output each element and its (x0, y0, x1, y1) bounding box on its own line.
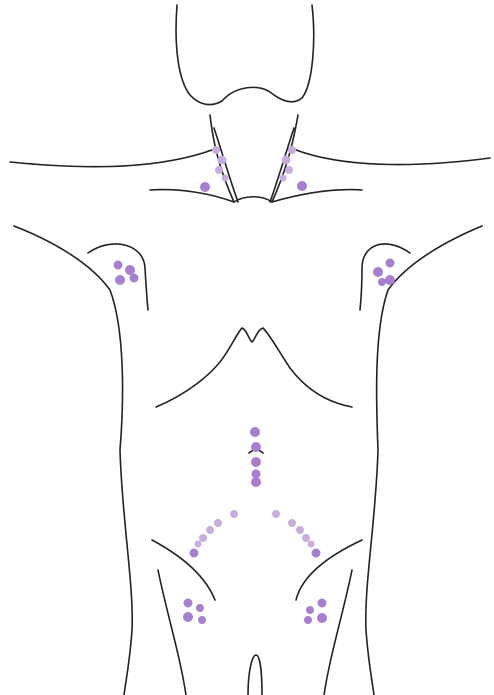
left-arm-outer (14, 226, 132, 695)
crotch-line (248, 655, 262, 695)
lymph-node (222, 175, 229, 182)
lymph-nodes (114, 146, 396, 624)
lymph-node (214, 519, 222, 527)
lymph-node (115, 275, 125, 285)
lymph-node (302, 534, 310, 542)
lymph-node (308, 541, 315, 548)
lymph-node (199, 534, 207, 542)
right-arm-outer (366, 226, 482, 695)
sternal-notch (234, 197, 272, 202)
lymph-node (196, 604, 204, 612)
lymph-node (318, 599, 327, 608)
lymph-node (114, 261, 123, 270)
lymph-node (250, 427, 260, 437)
lymph-node (297, 181, 307, 191)
right-thigh-inner (324, 570, 352, 695)
lymph-node (125, 265, 135, 275)
lymph-node (285, 166, 293, 174)
left-clavicle (150, 190, 234, 202)
rib-cage (156, 328, 352, 407)
lymph-node (288, 146, 296, 154)
lymph-node (200, 182, 210, 192)
lymph-node (378, 278, 386, 286)
lymph-node (198, 616, 206, 624)
lymph-node (386, 259, 395, 268)
lymph-node (251, 457, 261, 467)
lymph-node (218, 156, 227, 165)
head-outline (176, 5, 314, 105)
lymph-node (306, 606, 314, 614)
lymph-node (373, 267, 383, 277)
neck-right-inner-line (270, 128, 294, 202)
lymph-node (288, 519, 296, 527)
lymph-node (130, 274, 139, 283)
left-thigh-inner (158, 570, 186, 695)
right-shoulder-line (296, 150, 490, 165)
lymph-node (206, 526, 214, 534)
lymph-node (230, 510, 238, 518)
lymph-node (251, 442, 261, 452)
lymph-node (282, 156, 291, 165)
lymph-node (251, 477, 261, 487)
lymph-node (296, 526, 304, 534)
lymph-node (195, 541, 202, 548)
neck-left-inner-line (214, 128, 238, 202)
lymph-node (304, 616, 312, 624)
left-groin-line (152, 540, 215, 600)
right-clavicle (272, 190, 362, 202)
lymph-node (317, 613, 327, 623)
lymph-node (215, 166, 223, 174)
lymph-node (183, 612, 193, 622)
lymph-node (272, 510, 280, 518)
lymph-node (184, 599, 193, 608)
left-shoulder-line (10, 150, 212, 167)
lymph-node (312, 549, 321, 558)
lymph-node (280, 175, 287, 182)
lymph-node (385, 275, 395, 285)
lymph-node (212, 146, 220, 154)
lymph-node (190, 549, 199, 558)
